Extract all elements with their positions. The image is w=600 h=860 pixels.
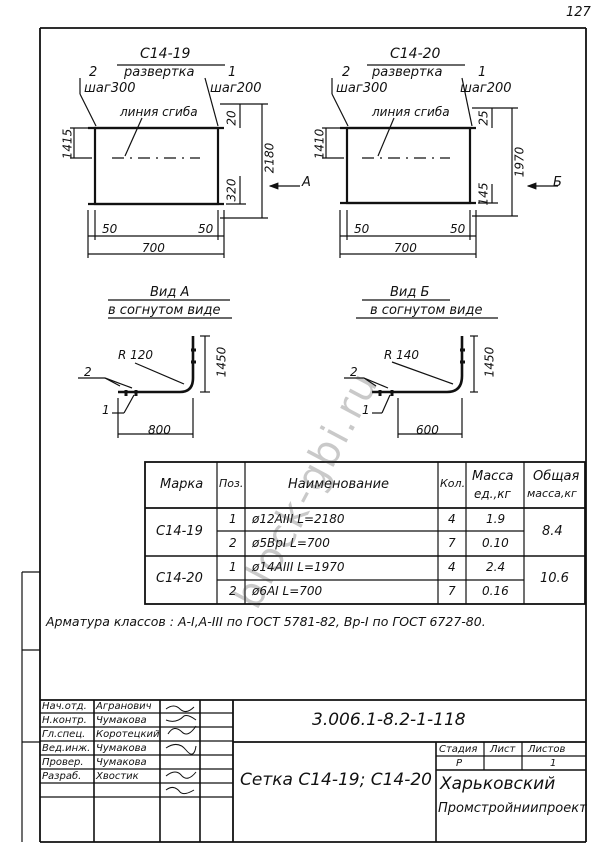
mesh2-dim-width: 700: [394, 241, 417, 255]
viewA-pos2: 2: [84, 365, 92, 379]
spec-group2-mark: С14-20: [156, 571, 203, 586]
page-number: 127: [566, 5, 591, 20]
viewA-subtitle: в согнутом виде: [108, 303, 221, 318]
spec-row-mass: 0.10: [482, 536, 509, 550]
stamp-role: Гл.спец.: [42, 729, 86, 740]
stamp-title: Сетка С14-19; С14-20: [240, 770, 432, 790]
mesh1-step1: шаг200: [210, 81, 262, 96]
mesh1-title: С14-19: [140, 46, 191, 62]
mesh2-dim-bl: 50: [354, 222, 370, 236]
viewA-length: 800: [148, 423, 171, 437]
spec-row-pos: 1: [229, 560, 237, 574]
mesh1-dim-br: 50: [198, 222, 214, 236]
mesh1-bend-line: линия сгиба: [120, 105, 198, 119]
spec-header-qty: Кол.: [440, 477, 466, 490]
spec-header-mass-unit-2: ед.,кг: [474, 487, 511, 501]
stamp-stage-label: Стадия: [439, 744, 478, 755]
stamp-role: Разраб.: [42, 771, 82, 782]
viewB-subtitle: в согнутом виде: [370, 303, 483, 318]
mesh1-pos2: 2: [89, 65, 98, 80]
spec-row-name: ø14АIII L=1970: [252, 560, 345, 574]
spec-row-name: ø6АI L=700: [252, 584, 323, 598]
stamp-doc-code: 3.006.1-8.2-1-118: [312, 710, 466, 730]
viewB-pos2: 2: [350, 365, 358, 379]
mesh1-dim-left: 1415: [60, 128, 75, 160]
stamp-org-2: Промстройниипроект: [438, 801, 587, 816]
viewB-height: 1450: [482, 346, 497, 378]
mesh2-dim-br: 50: [450, 222, 466, 236]
stamp-sheets-label: Листов: [528, 744, 566, 755]
spec-row-mass: 1.9: [486, 512, 506, 526]
spec-header-mark: Марка: [160, 477, 204, 492]
mesh2-subtitle: развертка: [372, 65, 443, 80]
mesh2-step2: шаг300: [336, 81, 388, 96]
spec-header-name: Наименование: [288, 477, 390, 492]
spec-header-mass-total-2: масса,кг: [527, 487, 577, 500]
viewA-radius: R 120: [118, 348, 154, 362]
stamp-role: Нач.отд.: [42, 701, 87, 712]
spec-row-qty: 7: [448, 536, 456, 550]
stamp-sheets: 1: [550, 758, 557, 769]
mesh1-subtitle: развертка: [124, 65, 195, 80]
stamp-role: Н.контр.: [42, 715, 87, 726]
spec-row-pos: 1: [229, 512, 237, 526]
mesh2-dim-top: 25: [476, 110, 491, 126]
mesh2-bend-line: линия сгиба: [372, 105, 450, 119]
viewA-title: Вид А: [150, 285, 190, 300]
stamp-name: Хвостик: [96, 771, 139, 782]
viewA-pos1: 1: [102, 403, 110, 417]
spec-group1-mark: С14-19: [156, 524, 203, 539]
spec-header-pos: Поз.: [219, 477, 244, 490]
mesh1-view-arrow: А: [302, 175, 311, 190]
signatures: [165, 705, 197, 795]
spec-row-mass: 2.4: [486, 560, 506, 574]
mesh2-pos1: 1: [478, 65, 487, 80]
stamp-stage: Р: [456, 758, 463, 769]
viewA-height: 1450: [214, 346, 229, 378]
mesh2-dim-height: 1970: [512, 146, 527, 178]
mesh1-dim-lower: 320: [224, 178, 239, 202]
materials-note: Арматура классов : А-I,А-III по ГОСТ 578…: [46, 614, 486, 629]
mesh1-step2: шаг300: [84, 81, 136, 96]
spec-row-name: ø5ВрI L=700: [252, 536, 330, 550]
spec-row-pos: 2: [229, 584, 237, 598]
spec-row-name: ø12АIII L=2180: [252, 512, 345, 526]
stamp-role: Провер.: [42, 757, 84, 768]
spec-header-mass-total-1: Общая: [533, 469, 580, 484]
viewB-radius: R 140: [384, 348, 420, 362]
spec-row-qty: 4: [448, 512, 456, 526]
mesh1-dim-height: 2180: [262, 142, 277, 174]
mesh2-title: С14-20: [390, 46, 441, 62]
stamp-org-1: Харьковский: [440, 774, 556, 794]
mesh1-dim-bl: 50: [102, 222, 118, 236]
stamp-name: Коротецкий: [96, 729, 160, 740]
mesh1-dim-top: 20: [224, 110, 239, 126]
spec-group1-total: 8.4: [542, 524, 563, 539]
viewB-pos1: 1: [362, 403, 370, 417]
stamp-sheet-label: Лист: [490, 744, 516, 755]
mesh2-step1: шаг200: [460, 81, 512, 96]
spec-row-pos: 2: [229, 536, 237, 550]
stamp-role: Вед.инж.: [42, 743, 91, 754]
mesh2-view-arrow: Б: [553, 175, 562, 190]
mesh2-dim-left: 1410: [312, 128, 327, 160]
viewB-length: 600: [416, 423, 439, 437]
mesh2-dim-lower: 145: [476, 182, 491, 206]
spec-row-qty: 7: [448, 584, 456, 598]
mesh1-pos1: 1: [228, 65, 237, 80]
spec-row-qty: 4: [448, 560, 456, 574]
spec-header-mass-unit-1: Масса: [472, 469, 514, 484]
mesh2-pos2: 2: [342, 65, 351, 80]
viewB-title: Вид Б: [390, 285, 430, 300]
stamp-name: Чумакова: [96, 743, 147, 754]
stamp-name: Чумакова: [96, 757, 147, 768]
spec-row-mass: 0.16: [482, 584, 509, 598]
spec-group2-total: 10.6: [540, 571, 569, 586]
stamp-name: Чумакова: [96, 715, 147, 726]
mesh1-dim-width: 700: [142, 241, 165, 255]
stamp-name: Агранович: [96, 701, 152, 712]
